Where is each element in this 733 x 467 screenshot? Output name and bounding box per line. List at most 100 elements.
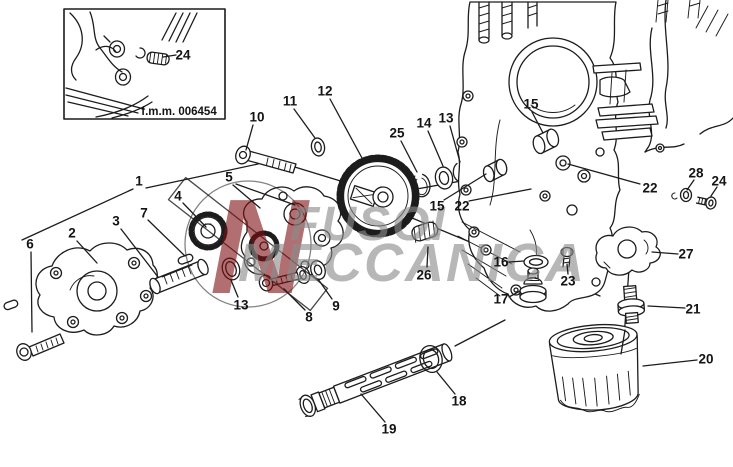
filter-needle xyxy=(620,329,626,355)
callout-leader-2 xyxy=(76,240,98,264)
part-callout-2: 2 xyxy=(68,226,76,241)
part-3-pump-shaft xyxy=(149,258,209,295)
part-2-pump-cover xyxy=(35,242,158,336)
part-12-driven-gear xyxy=(336,154,420,238)
watermark-circle xyxy=(184,180,312,308)
part-callout-27: 27 xyxy=(678,247,693,262)
callout-leader-13 xyxy=(230,279,239,298)
part-callout-8: 8 xyxy=(305,310,313,325)
part-callout-15: 15 xyxy=(523,97,539,112)
callout-leader-22 xyxy=(567,163,641,185)
inset-detail-box: f.m.m. 006454 xyxy=(63,8,226,120)
callout-leader-10 xyxy=(245,124,254,151)
callout-leader-24 xyxy=(710,186,718,197)
callout-leader-1 xyxy=(145,163,259,189)
callout-leader-18 xyxy=(436,371,456,395)
part-28-washer xyxy=(671,187,693,203)
part-callout-20: 20 xyxy=(698,352,713,367)
callout-leader-23 xyxy=(566,263,569,275)
callout-leader-16 xyxy=(508,260,525,263)
callout-leader-8 xyxy=(283,288,306,311)
part-callout-5: 5 xyxy=(225,170,233,185)
callout-leader-19 xyxy=(360,393,386,423)
case-dowel-15 xyxy=(532,128,560,155)
part-25-snap-ring xyxy=(411,173,431,198)
part-callout-22: 22 xyxy=(454,199,469,214)
part-callout-1: 1 xyxy=(135,174,143,189)
watermark-text-line2: MECCÁNICA xyxy=(238,233,586,293)
callout-leader-6 xyxy=(30,251,33,333)
part-callout-16: 16 xyxy=(493,255,509,270)
small-key-left-edge xyxy=(3,299,19,311)
callout-leader-15 xyxy=(531,111,544,134)
part-10-bolt xyxy=(235,145,297,174)
crankcase-half xyxy=(456,1,621,312)
part-callout-3: 3 xyxy=(112,214,120,229)
callout-leader-14 xyxy=(427,130,444,167)
callout-leader-11 xyxy=(293,108,316,139)
part-callout-13: 13 xyxy=(233,298,249,313)
callout-leader-7 xyxy=(147,219,186,257)
callout-leader-5 xyxy=(232,184,261,209)
case-dowel-15b xyxy=(482,158,508,183)
part-callout-24: 24 xyxy=(175,48,191,63)
part-callout-10: 10 xyxy=(249,110,264,125)
part-callout-7: 7 xyxy=(140,206,148,221)
part-callout-23: 23 xyxy=(560,274,576,289)
part-callout-6: 6 xyxy=(26,237,34,252)
watermark-text-line1: FUSOI xyxy=(290,198,447,251)
part-callout-21: 21 xyxy=(685,302,701,317)
callout-leader-21 xyxy=(647,305,686,309)
part-callout-12: 12 xyxy=(317,84,332,99)
callout-leader-28 xyxy=(686,179,695,191)
part-6-bolt xyxy=(16,333,65,361)
callout-leader-25 xyxy=(400,140,418,173)
part-13-oring-left xyxy=(221,257,241,281)
part-callout-13: 13 xyxy=(438,111,454,126)
callout-leader-20 xyxy=(642,359,698,367)
watermark: N FUSOI MECCÁNICA xyxy=(167,171,586,322)
callout-leader-5 xyxy=(235,183,296,206)
part-21-union xyxy=(617,284,646,325)
part-callout-4: 4 xyxy=(174,189,182,204)
cylinder-studs xyxy=(478,1,538,44)
part-19-strainer xyxy=(298,343,453,418)
callout-leader-24 xyxy=(162,54,177,58)
figure-caption: f.m.m. 006454 xyxy=(141,106,217,118)
part-14-washer xyxy=(434,166,454,190)
part-27-bracket xyxy=(595,226,661,276)
part-17-gauze-plug xyxy=(519,267,547,304)
part-callout-11: 11 xyxy=(283,94,298,109)
callout-leader-15 xyxy=(443,173,487,201)
part-24-screw-right xyxy=(695,196,717,210)
callout-leader-1 xyxy=(21,188,134,241)
callout-leader-3 xyxy=(120,228,159,278)
part-26-spring xyxy=(411,220,439,243)
callout-leader-27 xyxy=(651,251,679,255)
callout-leader-9 xyxy=(317,278,333,300)
part-callout-22: 22 xyxy=(642,181,657,196)
part-callout-19: 19 xyxy=(381,422,396,437)
part-11-washer xyxy=(310,137,326,157)
part-callout-17: 17 xyxy=(493,292,508,307)
part-callout-26: 26 xyxy=(416,268,432,283)
inset-screw-24 xyxy=(146,51,170,66)
case-fragment-right xyxy=(592,0,733,153)
callout-leader-17 xyxy=(508,290,521,298)
clip-detail xyxy=(135,47,146,59)
part-callout-14: 14 xyxy=(416,116,432,131)
part-callout-28: 28 xyxy=(688,166,704,181)
part-20-oil-filter xyxy=(548,323,640,413)
part-callout-24: 24 xyxy=(711,174,727,189)
callout-leader-13 xyxy=(449,125,461,163)
watermark-slash xyxy=(167,176,329,312)
part-callout-9: 9 xyxy=(332,299,340,314)
callout-leader-12 xyxy=(329,98,363,159)
callout-leader-26 xyxy=(426,246,429,268)
callout-leader-22 xyxy=(468,188,532,202)
part-callout-25: 25 xyxy=(389,126,405,141)
part-callout-18: 18 xyxy=(451,394,467,409)
part-23-bolt xyxy=(560,246,574,268)
